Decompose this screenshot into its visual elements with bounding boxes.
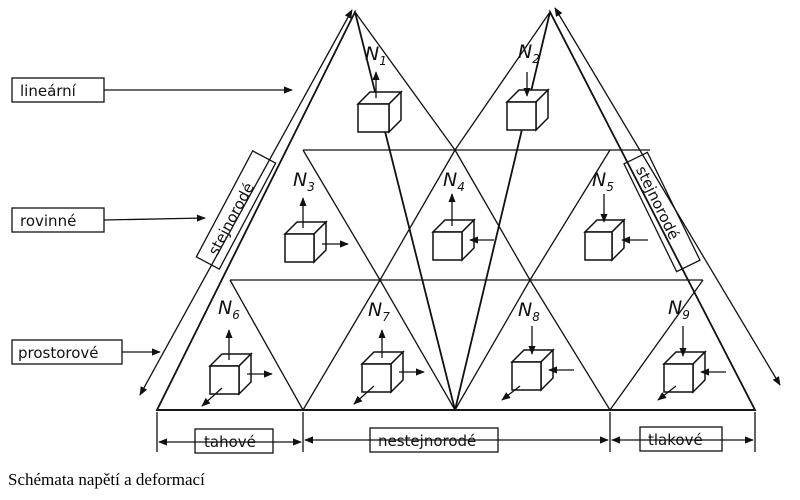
- label-planar: rovinné: [20, 212, 76, 230]
- label-box-nonuniform: [369, 427, 499, 453]
- upper-valley-right: [454, 11, 551, 151]
- label-compressive: tlakové: [648, 431, 703, 449]
- diag-c: [454, 149, 531, 281]
- node-label-6: N6: [218, 297, 240, 322]
- label-nonuniform: nestejnorodé: [378, 432, 476, 450]
- diag-i: [529, 279, 611, 411]
- node-label-9: N9: [668, 297, 690, 322]
- diag-g: [379, 279, 456, 411]
- label-tensile: tahové: [204, 433, 256, 451]
- label-spatial: prostorové: [18, 344, 99, 362]
- label-box-tensile: [194, 428, 274, 454]
- label-box-right-uniform: [623, 151, 701, 273]
- upper-valley-left: [354, 11, 456, 151]
- arrow-planar: [103, 214, 206, 222]
- label-linear: lineární: [20, 82, 77, 100]
- cube-n1: [356, 71, 403, 134]
- cube-n9: [657, 326, 726, 401]
- node-label-3: N3: [293, 169, 315, 194]
- node-label-7: N7: [368, 299, 390, 324]
- node-label-5: N5: [592, 169, 614, 194]
- cube-n2: [505, 72, 550, 132]
- label-box-compressive: [639, 426, 723, 452]
- diag-h: [454, 279, 531, 411]
- cube-n6: [201, 329, 273, 407]
- cube-n7: [353, 329, 425, 405]
- cube-n4: [431, 193, 494, 262]
- cube-n5: [583, 194, 648, 262]
- right-side-arrow: [554, 7, 781, 386]
- label-box-left-uniform: [195, 150, 277, 270]
- cube-n3: [283, 197, 349, 264]
- left-side-arrow: [139, 9, 353, 396]
- label-right-uniform: stejnorodé: [632, 163, 683, 242]
- cube-n8: [501, 326, 574, 401]
- node-label-2: N2: [518, 41, 540, 66]
- node-label-8: N8: [518, 299, 540, 324]
- node-label-1: N1: [365, 43, 387, 68]
- diag-b: [379, 149, 456, 281]
- stress-strain-diagram: lineární rovinné prostorové stejnorodé s…: [11, 7, 781, 454]
- figure-caption: Schémata napětí a deformací: [8, 470, 205, 489]
- left-large-triangle: [155, 9, 457, 411]
- right-large-triangle: [453, 9, 757, 411]
- node-label-4: N4: [443, 169, 465, 194]
